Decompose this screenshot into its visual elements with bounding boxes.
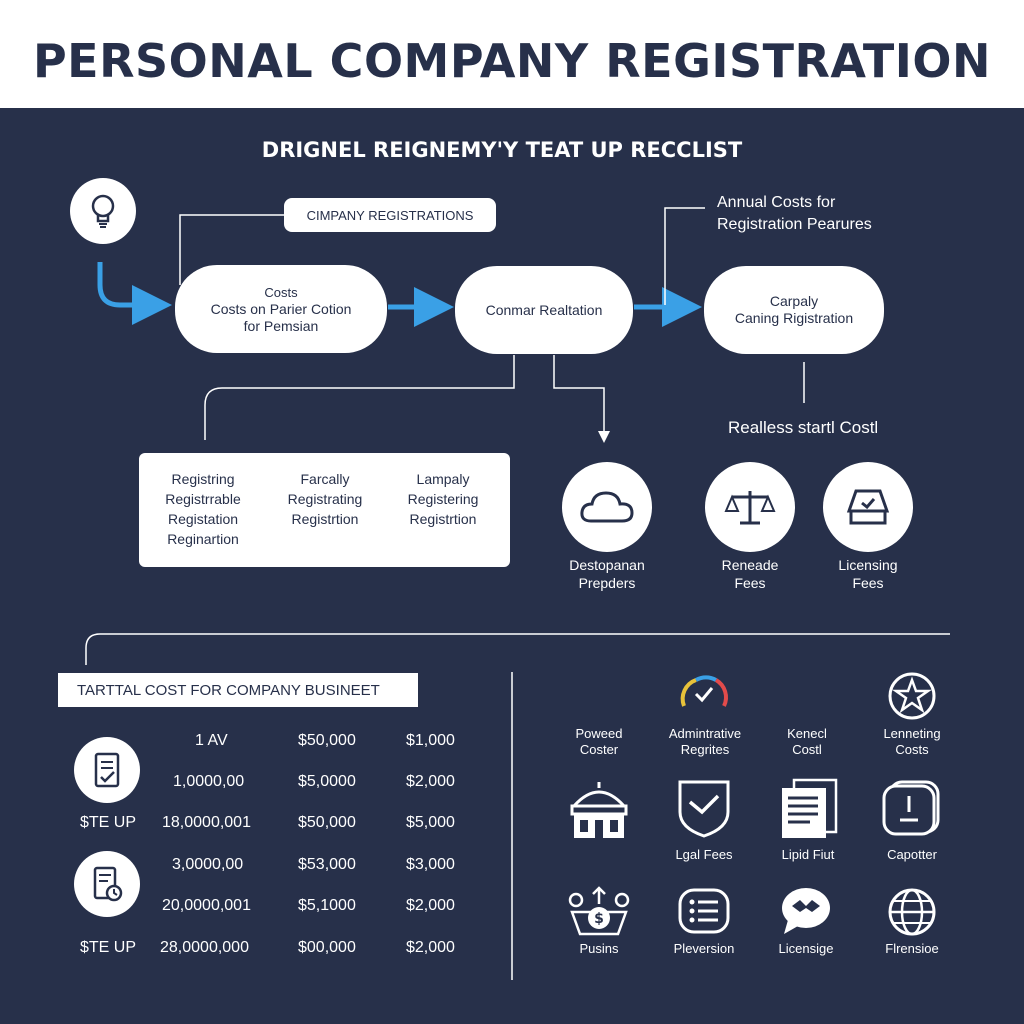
grid-label-lgal-fees: Lgal Fees bbox=[675, 847, 733, 862]
realless-label: Realless startl Costl bbox=[728, 418, 879, 437]
clipboard-check-icon bbox=[74, 737, 140, 803]
table-row: 1 AV $50,000 $1,000 bbox=[195, 732, 455, 749]
government-building-icon bbox=[566, 776, 632, 847]
globe-icon bbox=[886, 886, 938, 943]
money-bag-people-icon: $ bbox=[566, 884, 632, 945]
grid-label-flrensioe: Flrensioe bbox=[885, 941, 939, 956]
document-clock-icon bbox=[74, 851, 140, 917]
flow-node-realtation: Conmar Realtation bbox=[455, 266, 633, 354]
lightbulb-icon bbox=[70, 178, 136, 244]
grid-label-kenecl: Kenecl Costl bbox=[787, 726, 827, 757]
cloud-icon bbox=[562, 462, 652, 552]
cost-table-title: TARTTAL COST FOR COMPANY BUSINEET bbox=[58, 673, 418, 707]
page-title: PERSONAL COMPANY REGISTRATION bbox=[32, 34, 992, 88]
page-subtitle: DRIGNEL REIGNEMY'Y TEAT UP RECCLIST bbox=[261, 138, 743, 162]
registration-box: Registring Registrrable Registation Regi… bbox=[139, 453, 510, 567]
grid-label-admintrative: Admintrative Regrites bbox=[668, 726, 742, 757]
fee-label-reneade: Reneade Fees bbox=[721, 557, 779, 591]
fee-label-destopanan: Destopanan Prepders bbox=[569, 557, 645, 591]
table-row: 20,0000,001 $5,1000 $2,000 bbox=[162, 897, 455, 914]
table-row: 1,0000,00 $5,0000 $2,000 bbox=[173, 773, 455, 790]
license-box-icon bbox=[823, 462, 913, 552]
table-row: 3,0000,00 $53,000 $3,000 bbox=[172, 856, 455, 873]
star-emblem-icon bbox=[886, 670, 938, 727]
company-registrations-tag: CIMPANY REGISTRATIONS bbox=[284, 198, 496, 232]
registration-column-1: Registring Registrrable Registation Regi… bbox=[165, 471, 241, 547]
section-divider bbox=[85, 633, 950, 665]
flow-node-registration: Carpaly Caning Rigistration bbox=[704, 266, 884, 354]
annual-costs-note: Annual Costs for Registration Pearures bbox=[717, 194, 872, 233]
list-icon bbox=[676, 886, 732, 941]
documents-icon bbox=[778, 774, 842, 845]
scales-icon bbox=[705, 462, 795, 552]
grid-label-poweed: Poweed Coster bbox=[575, 726, 623, 757]
grid-label-pusins: Pusins bbox=[579, 941, 619, 956]
grid-label-licensige: Licensige bbox=[778, 941, 834, 956]
device-icon bbox=[880, 778, 944, 843]
chat-bubble-icon bbox=[778, 884, 834, 943]
arrow-bulb-to-costs bbox=[97, 262, 172, 325]
fee-label-licensing: Licensing Fees bbox=[838, 557, 898, 591]
grid-label-lenneting: Lenneting Costs bbox=[883, 726, 941, 757]
grid-label-capotter: Capotter bbox=[887, 847, 937, 862]
grid-label-pleversion: Pleversion bbox=[673, 941, 735, 956]
flow-node-costs: Costs Costs on Parier Cotion for Pemsian bbox=[175, 265, 387, 353]
table-row: $TE UP 18,0000,001 $50,000 $5,000 bbox=[80, 814, 455, 831]
table-row: $TE UP 28,0000,000 $00,000 $2,000 bbox=[80, 939, 455, 956]
registration-column-3: Lampaly Registering Registrtion bbox=[407, 471, 479, 527]
gauge-icon bbox=[678, 670, 730, 719]
shield-check-icon bbox=[676, 778, 732, 843]
registration-column-2: Farcally Registrating Registrtion bbox=[287, 471, 363, 527]
svg-text:$: $ bbox=[594, 911, 604, 927]
grid-label-lipid-fiut: Lipid Fiut bbox=[781, 847, 835, 862]
header-banner: PERSONAL COMPANY REGISTRATION bbox=[0, 0, 1024, 108]
